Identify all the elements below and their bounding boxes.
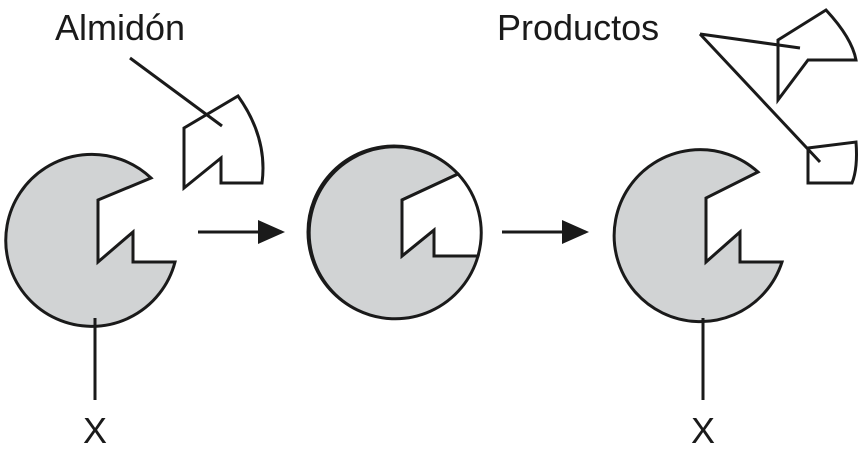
stage-enzyme-substrate-complex: [306, 144, 483, 321]
products-pointer-line-lower: [698, 32, 822, 164]
enzyme-left: [4, 152, 177, 328]
x-label-right: X: [691, 410, 715, 451]
substrate-label: Almidón: [55, 7, 185, 48]
products-pointer-line-upper: [699, 32, 801, 50]
substrate-starch: [182, 94, 265, 192]
product-upper: [776, 8, 858, 105]
products-label: Productos: [497, 7, 659, 48]
stage-enzyme-and-products: X Productos: [497, 7, 858, 451]
x-label-left: X: [83, 410, 107, 451]
stage-enzyme-and-substrate: X Almidón: [4, 7, 265, 451]
bound-substrate: [400, 172, 483, 260]
substrate-pointer-line: [129, 56, 223, 128]
enzyme-middle: [307, 145, 480, 321]
enzyme-right: [612, 148, 785, 324]
product-lower: [806, 140, 858, 185]
